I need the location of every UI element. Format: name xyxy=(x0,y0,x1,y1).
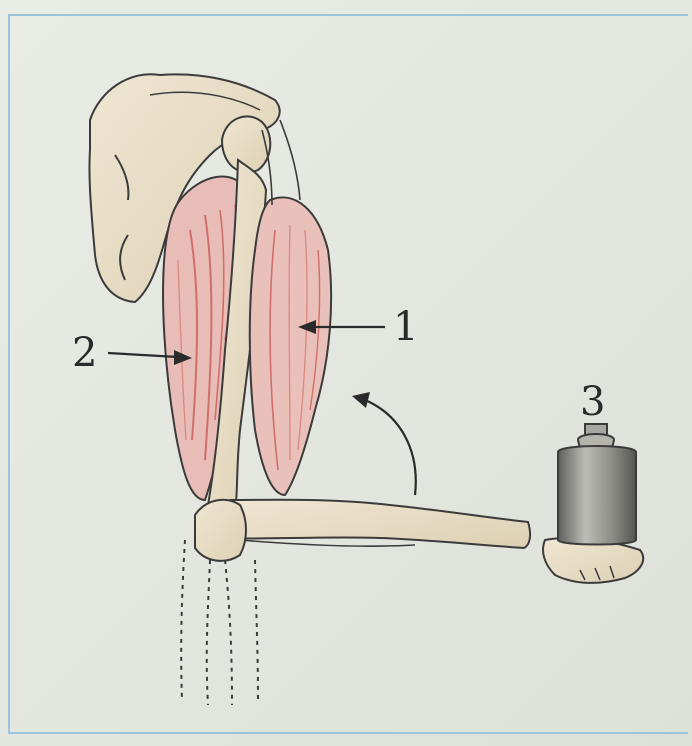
curved-arrow-icon xyxy=(352,392,416,495)
weight-icon xyxy=(558,424,636,545)
humerus-head xyxy=(222,116,270,172)
forearm-bone xyxy=(225,500,530,548)
label-2: 2 xyxy=(72,333,97,373)
label-1: 1 xyxy=(393,307,418,347)
pointer-arrow-1 xyxy=(298,320,385,334)
label-3: 3 xyxy=(580,382,605,422)
elbow-joint xyxy=(195,500,246,561)
